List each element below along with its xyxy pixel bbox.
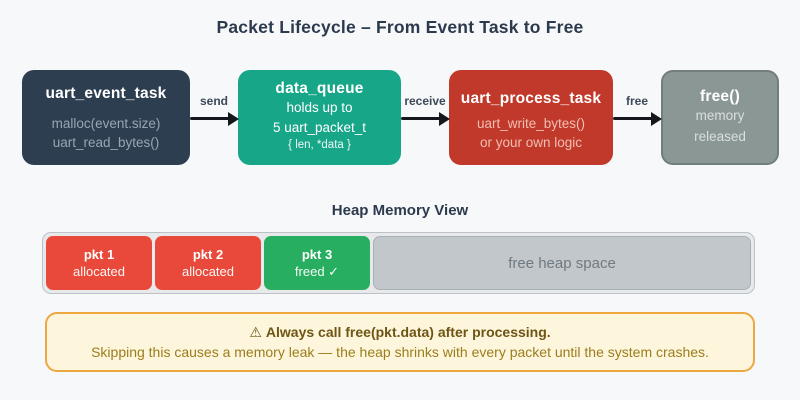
arrow-label: send — [199, 94, 228, 108]
arrow-line-icon — [401, 117, 441, 120]
arrow-label: receive — [404, 94, 446, 108]
flow-node-uart-event-task: uart_event_task malloc(event.size) uart_… — [22, 70, 190, 165]
node-subtext: uart_write_bytes() — [476, 115, 586, 131]
node-subtext: released — [694, 128, 746, 144]
segment-status: allocated — [181, 264, 235, 279]
node-subtext: malloc(event.size) — [51, 115, 161, 131]
node-subtext: { len, *data } — [288, 139, 351, 152]
heap-segment-pkt1: pkt 1 allocated — [46, 236, 152, 290]
flow-node-data-queue: data_queue holds up to 5 uart_packet_t {… — [238, 70, 401, 165]
node-title: uart_process_task — [460, 90, 602, 107]
heap-section-title: Heap Memory View — [331, 202, 469, 219]
lifecycle-flow: uart_event_task malloc(event.size) uart_… — [22, 70, 779, 165]
segment-label: pkt 3 — [301, 246, 333, 262]
arrow-head-icon — [439, 111, 450, 126]
page-title: Packet Lifecycle – From Event Task to Fr… — [216, 17, 584, 37]
heap-memory-bar: pkt 1 allocated pkt 2 allocated pkt 3 fr… — [42, 232, 755, 294]
node-subtext: holds up to — [286, 100, 353, 116]
node-title: free() — [700, 88, 740, 106]
node-title: data_queue — [275, 80, 364, 98]
arrow-line-icon — [613, 117, 653, 120]
warning-icon: ⚠ — [249, 324, 262, 340]
flow-node-uart-process-task: uart_process_task uart_write_bytes() or … — [449, 70, 613, 165]
arrow-label: free — [625, 94, 648, 108]
segment-label: pkt 2 — [192, 247, 224, 262]
arrow-line-icon — [190, 117, 230, 120]
heap-segment-pkt3: pkt 3 freed ✓ — [264, 236, 370, 290]
segment-label: pkt 1 — [83, 247, 115, 262]
segment-label: free heap space — [508, 254, 616, 272]
arrow-head-icon — [651, 111, 662, 126]
heap-segment-free-space: free heap space — [373, 236, 751, 290]
flow-node-free: free() memory released — [661, 70, 779, 165]
warning-callout: ⚠Always call free(pkt.data) after proces… — [45, 312, 755, 372]
segment-status: freed ✓ — [294, 263, 340, 279]
arrow-free: free — [613, 70, 662, 165]
warning-title-text: Always call free(pkt.data) after process… — [265, 324, 551, 340]
warning-title: ⚠Always call free(pkt.data) after proces… — [47, 324, 753, 341]
node-subtext: or your own logic — [479, 134, 583, 150]
arrow-send: send — [190, 70, 239, 165]
arrow-receive: receive — [401, 70, 450, 165]
arrow-head-icon — [228, 111, 239, 126]
node-subtext: memory — [695, 108, 745, 124]
warning-body-text: Skipping this causes a memory leak — the… — [91, 344, 709, 360]
node-subtext: 5 uart_packet_t — [272, 119, 367, 135]
heap-segment-pkt2: pkt 2 allocated — [155, 236, 261, 290]
node-subtext: uart_read_bytes() — [52, 134, 160, 150]
segment-status: allocated — [72, 264, 126, 279]
node-title: uart_event_task — [45, 85, 167, 102]
